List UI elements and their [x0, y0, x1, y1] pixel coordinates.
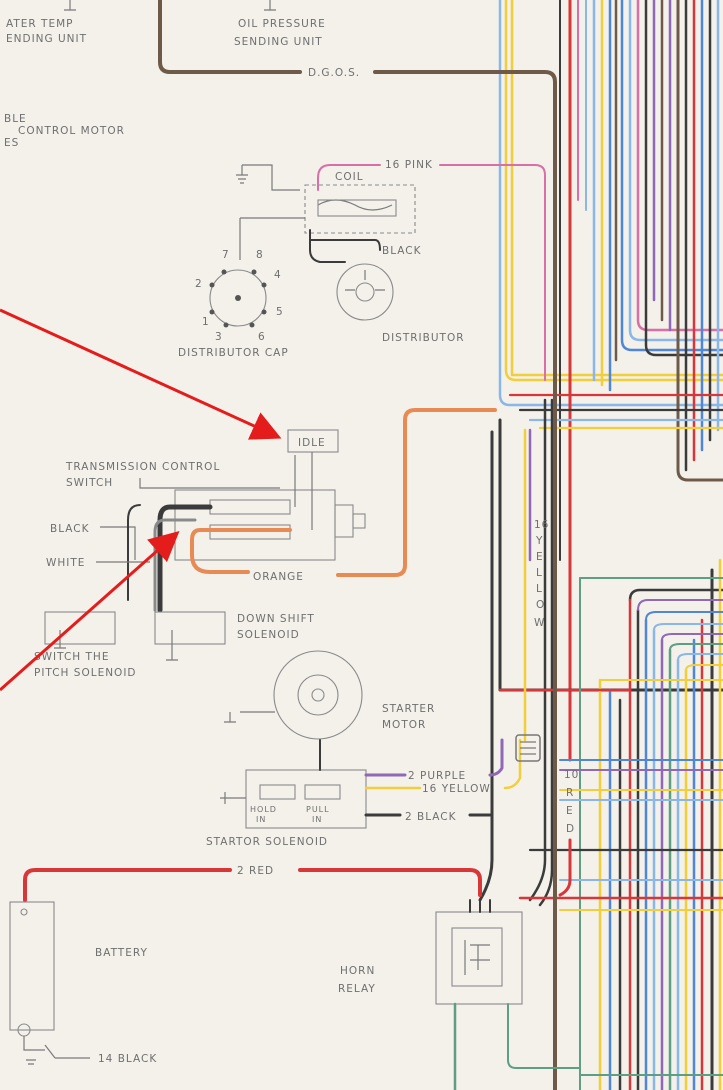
svg-text:16: 16: [534, 519, 549, 531]
switch-pitch-label-line1: SWITCH THE: [34, 651, 109, 663]
oil-pressure-label-line1: OIL PRESSURE: [238, 18, 326, 30]
idle-label: IDLE: [298, 437, 326, 449]
svg-text:CONTROL MOTOR: CONTROL MOTOR: [18, 125, 125, 137]
black2-wire-label: 2 BLACK: [405, 811, 457, 823]
distributor-label: DISTRIBUTOR: [382, 332, 465, 344]
starter-motor-label-line1: STARTER: [382, 703, 435, 715]
red2-wire-label: 2 RED: [237, 865, 274, 877]
cap-number-3: 3: [215, 331, 223, 343]
distributor: DISTRIBUTOR: [336, 263, 465, 344]
starter-solenoid-label: STARTOR SOLENOID: [206, 836, 328, 848]
svg-text:Y: Y: [535, 535, 543, 547]
water-temp-label-line1: ATER TEMP: [6, 18, 74, 30]
battery-label: BATTERY: [95, 947, 148, 959]
coil: COIL 16 PINK BLACK: [236, 159, 546, 381]
pink-wire-label: 16 PINK: [385, 159, 433, 171]
pull-in-label-line1: PULL: [306, 805, 330, 814]
dgos-wire: [158, 0, 557, 1090]
coil-label: COIL: [335, 171, 364, 183]
transmission-label-line2: SWITCH: [66, 477, 113, 489]
svg-text:E: E: [566, 805, 574, 817]
transmission-control-switch: TRANSMISSION CONTROL SWITCH ORANGE BLACK…: [46, 408, 497, 613]
oil-pressure-label-line2: SENDING UNIT: [234, 36, 323, 48]
svg-text:L: L: [536, 583, 543, 595]
downshift-label-line2: SOLENOID: [237, 629, 300, 641]
svg-text:R: R: [566, 787, 574, 799]
cap-number-2: 2: [195, 278, 203, 290]
horn-relay-label-line2: RELAY: [338, 983, 376, 995]
pull-in-label-line2: IN: [312, 815, 322, 824]
oil-pressure-sending-unit: OIL PRESSURE SENDING UNIT: [234, 0, 326, 48]
water-temp-sending-unit: ATER TEMP ENDING UNIT: [6, 0, 87, 45]
annotation-arrows: [0, 308, 282, 692]
yellow-16-vertical-label: 16 Y E L L O W: [523, 428, 549, 742]
starter-motor-label-line2: MOTOR: [382, 719, 426, 731]
switch-pitch-label-line2: PITCH SOLENOID: [34, 667, 137, 679]
transmission-label-line1: TRANSMISSION CONTROL: [65, 461, 220, 473]
downshift-label-line1: DOWN SHIFT: [237, 613, 315, 625]
red-10-vertical-label: 10 R E D: [558, 769, 579, 897]
coil-black-label: BLACK: [382, 245, 422, 257]
distributor-cap-label: DISTRIBUTOR CAP: [178, 347, 289, 359]
red-2-wire: [23, 868, 482, 902]
cap-number-6: 6: [258, 331, 266, 343]
idle-switch: IDLE: [287, 429, 339, 453]
wire-harness: [478, 0, 723, 1090]
arrow-to-idle: [0, 308, 282, 440]
svg-text:E: E: [536, 551, 544, 563]
cap-number-5: 5: [276, 306, 284, 318]
svg-text:10: 10: [564, 769, 579, 781]
starter-solenoid: HOLD IN PULL IN STARTOR SOLENOID 2 PURPL…: [206, 734, 541, 848]
starter-motor: STARTER MOTOR: [224, 650, 435, 740]
hold-in-label-line2: IN: [256, 815, 266, 824]
distributor-cap: 1 2 3 4 5 6 7 8 DISTRIBUTOR CAP: [178, 249, 289, 359]
cap-number-8: 8: [256, 249, 264, 261]
hold-in-label-line1: HOLD: [250, 805, 277, 814]
black-wire-label: BLACK: [50, 523, 90, 535]
svg-text:O: O: [536, 599, 545, 611]
horn-relay: HORN RELAY: [338, 899, 581, 1090]
svg-text:W: W: [534, 617, 545, 629]
svg-text:L: L: [536, 567, 543, 579]
downshift-solenoid: DOWN SHIFT SOLENOID: [154, 611, 315, 661]
svg-text:BLE: BLE: [4, 113, 27, 125]
svg-text:ES: ES: [4, 137, 19, 149]
yellow16-wire-label: 16 YELLOW: [422, 783, 491, 795]
cap-number-7: 7: [222, 249, 230, 261]
orange-wire-label: ORANGE: [253, 571, 304, 583]
dgos-label: D.G.O.S.: [308, 67, 360, 79]
purple-wire-label: 2 PURPLE: [408, 770, 466, 782]
cap-number-1: 1: [202, 316, 210, 328]
switch-pitch-solenoid: SWITCH THE PITCH SOLENOID: [34, 611, 137, 679]
control-motor-label: BLE CONTROL MOTOR ES: [4, 113, 125, 149]
battery: BATTERY 14 BLACK: [9, 901, 157, 1065]
arrow-to-orange-wire: [0, 531, 180, 692]
water-temp-label-line2: ENDING UNIT: [6, 33, 87, 45]
cap-number-4: 4: [274, 269, 282, 281]
black14-wire-label: 14 BLACK: [98, 1053, 157, 1065]
white-wire-label: WHITE: [46, 557, 85, 569]
svg-text:D: D: [566, 823, 575, 835]
horn-relay-label-line1: HORN: [340, 965, 375, 977]
